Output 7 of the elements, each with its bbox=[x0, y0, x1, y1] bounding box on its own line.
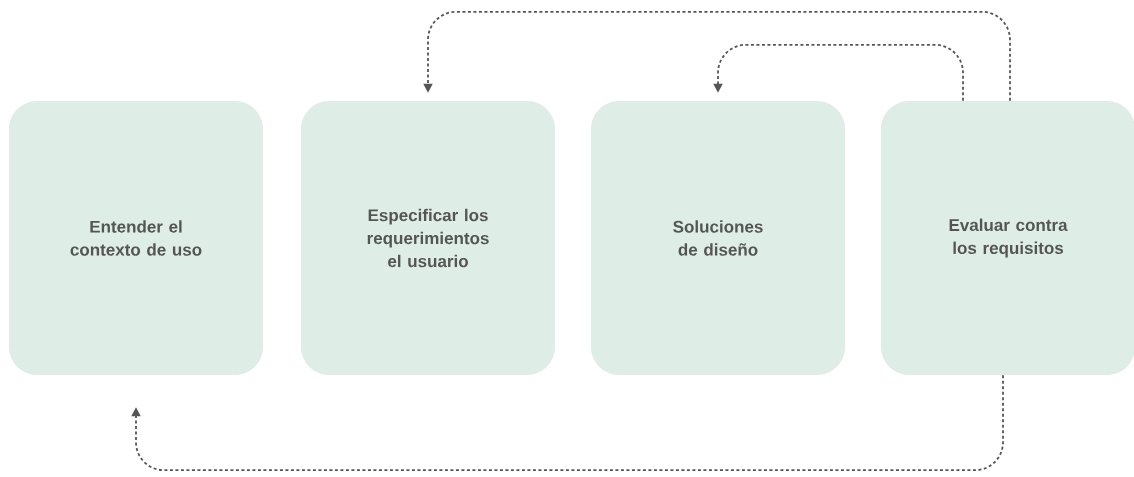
process-box: Evaluar contra los requisitos bbox=[881, 101, 1134, 375]
process-box: Soluciones de diseño bbox=[591, 101, 845, 375]
arrow bbox=[131, 374, 1004, 472]
arrow bbox=[423, 10, 1011, 102]
process-box: Especificar los requerimientos el usuario bbox=[301, 101, 555, 375]
process-box: Entender el contexto de uso bbox=[9, 101, 263, 375]
arrow bbox=[713, 43, 964, 102]
